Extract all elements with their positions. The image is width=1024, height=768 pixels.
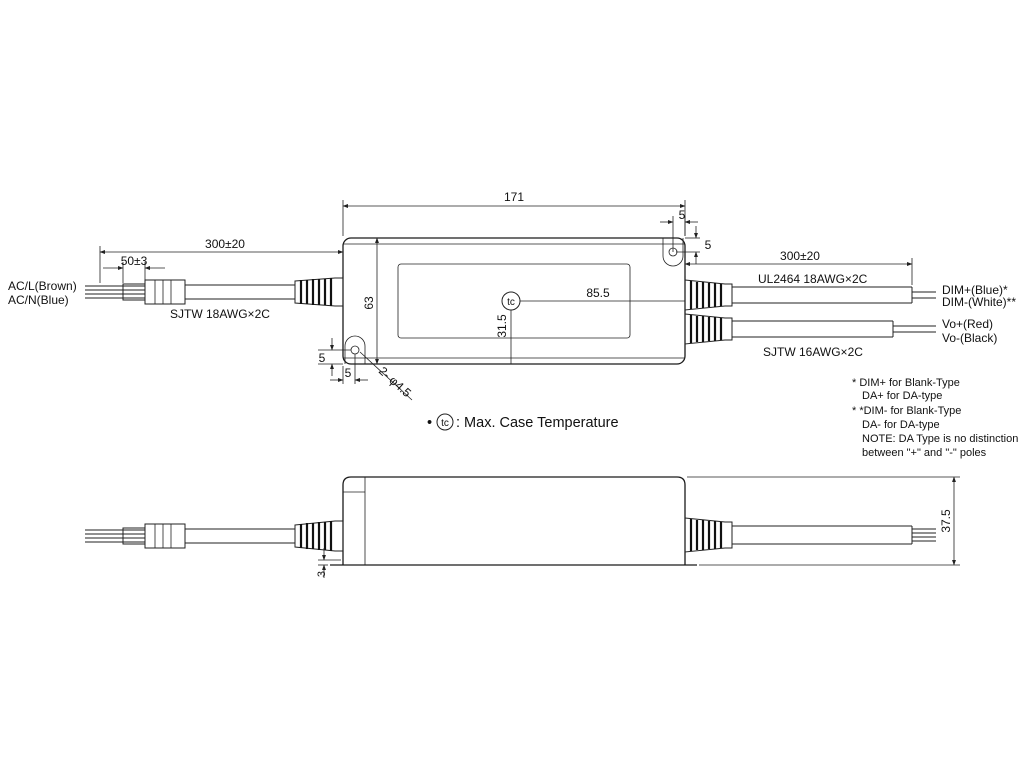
top-view: tc — [8, 190, 1018, 459]
output-strain-relief — [684, 313, 733, 345]
input-plug — [144, 279, 186, 305]
input-cable — [85, 277, 344, 307]
tc-legend-bullet: • — [427, 415, 432, 431]
tc-point: tc — [501, 291, 685, 364]
dimensions-side: 37.5 3 — [316, 476, 960, 578]
mounting-hole-top-right — [662, 238, 684, 267]
tc-legend-text: : Max. Case Temperature — [456, 415, 619, 431]
note-3: * *DIM- for Blank-Type — [852, 405, 961, 417]
label-dim-plus: DIM+(Blue)* — [942, 283, 1008, 297]
side-view: 37.5 3 — [85, 476, 960, 578]
output-cables — [684, 279, 936, 345]
dim-length: 171 — [504, 190, 524, 204]
tc-legend-symbol: tc — [441, 418, 449, 429]
dim-strip: 50±3 — [121, 254, 148, 268]
hole-spec: 2- φ4.5 — [376, 364, 414, 400]
label-ac-l: AC/L(Brown) — [8, 279, 77, 293]
note-5: NOTE: DA Type is no distinction — [862, 433, 1018, 445]
tc-symbol: tc — [507, 297, 515, 308]
dim-tc-x: 85.5 — [586, 286, 610, 300]
dim-hole-left-a: 5 — [319, 351, 326, 365]
label-output-cable: SJTW 16AWG×2C — [763, 345, 863, 359]
note-6: between "+" and "-" poles — [862, 447, 987, 459]
tc-legend: • tc : Max. Case Temperature — [427, 413, 619, 431]
label-dim-minus: DIM-(White)** — [942, 295, 1016, 309]
note-4: DA- for DA-type — [862, 419, 940, 431]
label-ac-n: AC/N(Blue) — [8, 293, 69, 307]
label-dim-cable: UL2464 18AWG×2C — [758, 272, 868, 286]
dim-side-flange: 3 — [316, 571, 328, 577]
dim-hole-left-b: 5 — [345, 366, 352, 380]
dim-hole-top-b: 5 — [705, 238, 712, 252]
housing-side — [330, 476, 697, 566]
dim-cable-left: 300±20 — [205, 237, 245, 251]
dim-cable-right: 300±20 — [780, 249, 820, 263]
side-input-cable — [85, 520, 344, 552]
dim-hole-top-a: 5 — [679, 208, 686, 222]
dim-tc-y: 31.5 — [495, 314, 509, 338]
dim-side-height: 37.5 — [939, 509, 953, 533]
wire-labels: AC/L(Brown) AC/N(Blue) SJTW 18AWG×2C UL2… — [8, 272, 1016, 359]
note-1: * DIM+ for Blank-Type — [852, 377, 960, 389]
side-output-cable — [684, 517, 936, 553]
dim-strain-relief — [684, 279, 733, 311]
dim-height: 63 — [362, 296, 376, 310]
label-vo-plus: Vo+(Red) — [942, 317, 993, 331]
input-strain-relief — [294, 277, 344, 307]
label-input-cable: SJTW 18AWG×2C — [170, 307, 270, 321]
label-vo-minus: Vo-(Black) — [942, 331, 997, 345]
notes: * DIM+ for Blank-Type DA+ for DA-type * … — [852, 377, 1018, 459]
note-2: DA+ for DA-type — [862, 390, 942, 402]
mounting-hole-bottom-left — [344, 335, 366, 364]
dimensions-top: 171 300±20 50±3 300±20 63 85.5 31.5 — [99, 190, 913, 401]
